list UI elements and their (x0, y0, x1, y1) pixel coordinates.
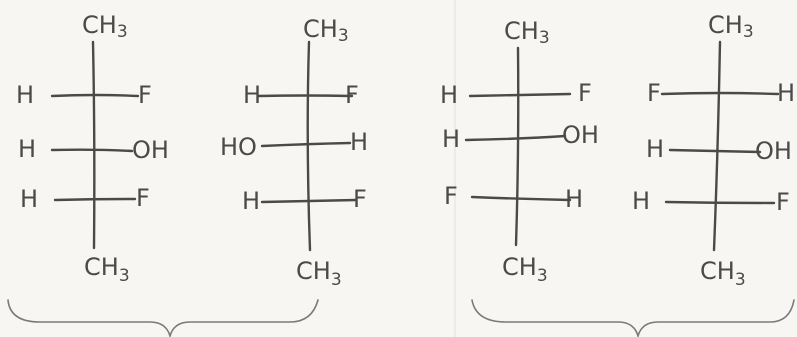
bond-row-1 (660, 91, 780, 96)
pair-brace-right (471, 299, 795, 337)
left-substituent-3: H (632, 187, 650, 215)
backbone-line (514, 46, 520, 247)
bond-row-3 (260, 198, 358, 204)
backbone-line (306, 40, 312, 252)
right-substituent-3: F (776, 188, 790, 216)
bond-row-1 (468, 92, 572, 98)
bottom-group: CH3 (502, 253, 548, 286)
right-substituent-3: F (136, 184, 150, 212)
left-substituent-2: HO (220, 133, 257, 161)
left-substituent-3: F (444, 182, 458, 210)
left-substituent-1: H (16, 81, 34, 109)
right-substituent-2: OH (755, 137, 792, 165)
pair-brace-left (7, 299, 319, 337)
bond-row-3 (470, 195, 572, 202)
left-substituent-3: H (20, 185, 38, 213)
fischer-structure-2: CH3 H F HO H H F CH3 (220, 15, 368, 290)
backbone-line (712, 40, 722, 252)
fischer-structure-3: CH3 H F H OH F H CH3 (440, 17, 599, 286)
bottom-group: CH3 (700, 257, 746, 290)
fischer-structure-1: CH3 H F H OH H F CH3 (16, 11, 169, 286)
bond-row-2 (260, 141, 352, 148)
left-substituent-2: H (442, 125, 460, 153)
top-group: CH3 (82, 11, 128, 42)
right-substituent-3: F (353, 185, 367, 213)
left-substituent-3: H (242, 187, 260, 215)
bond-row-2 (668, 148, 762, 154)
bond-row-3 (53, 197, 137, 202)
bond-row-2 (464, 134, 567, 142)
top-group: CH3 (504, 17, 550, 48)
top-group: CH3 (303, 15, 349, 46)
right-substituent-1: H (777, 79, 795, 107)
backbone-line (91, 40, 96, 250)
right-substituent-1: F (138, 81, 152, 109)
fischer-structure-4: CH3 F H H OH H F CH3 (632, 11, 795, 290)
bond-row-3 (664, 200, 776, 205)
right-substituent-1: F (345, 81, 359, 109)
left-substituent-1: H (440, 81, 458, 109)
right-substituent-1: F (578, 79, 592, 107)
left-substituent-1: F (647, 79, 661, 107)
left-substituent-2: H (18, 135, 36, 163)
bottom-group: CH3 (296, 257, 342, 290)
bond-row-1 (50, 93, 140, 98)
top-group: CH3 (708, 11, 754, 42)
right-substituent-3: H (565, 185, 583, 213)
right-substituent-2: H (350, 128, 368, 156)
bond-row-1 (256, 94, 354, 98)
bond-row-2 (50, 148, 134, 153)
right-substituent-2: OH (562, 121, 599, 149)
left-substituent-2: H (646, 135, 664, 163)
right-substituent-2: OH (132, 136, 169, 164)
bottom-group: CH3 (84, 253, 130, 286)
left-substituent-1: H (243, 81, 261, 109)
